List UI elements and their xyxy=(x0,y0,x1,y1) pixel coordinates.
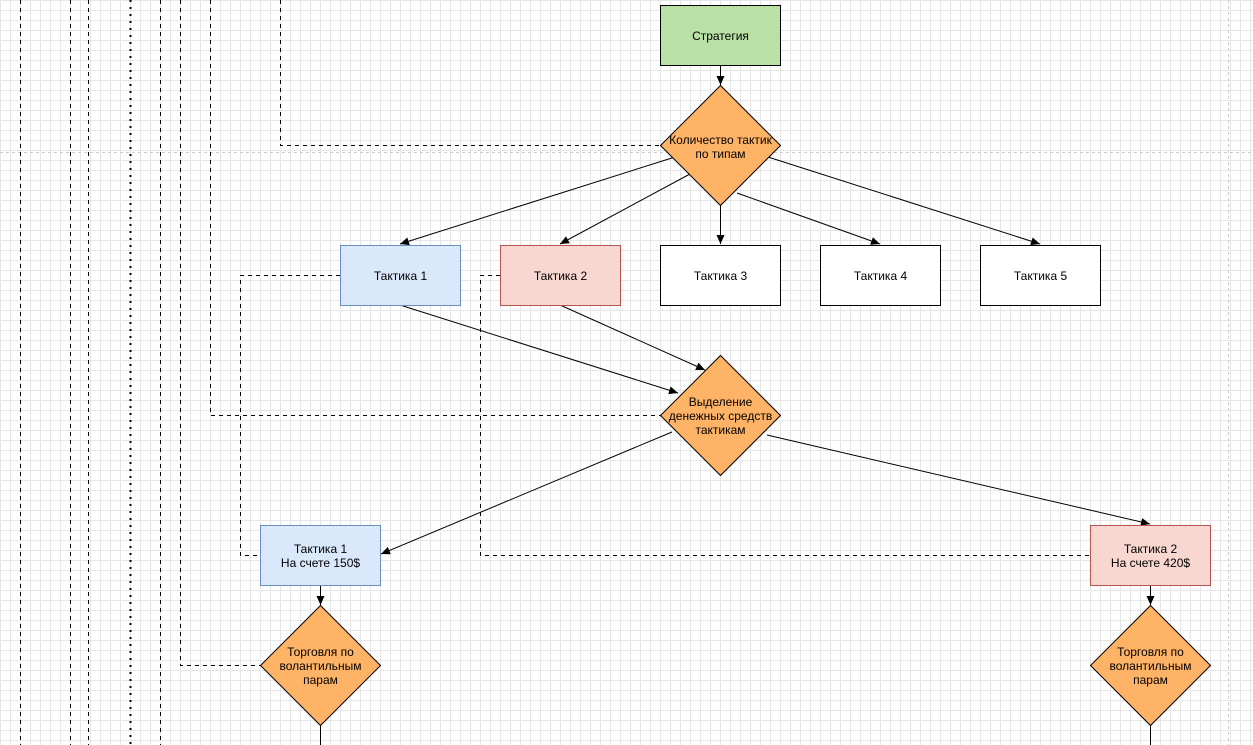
trade-2-diamond[interactable] xyxy=(1089,604,1212,727)
tactic-4-label: Тактика 4 xyxy=(854,269,908,283)
trade-1-label-line-1: Торговля по xyxy=(287,645,354,659)
dashed-connector-tactic1 xyxy=(240,275,340,556)
arrows xyxy=(316,65,1155,745)
node-tactic-4[interactable]: Тактика 4 xyxy=(820,245,941,306)
node-tactic-1-account[interactable]: Тактика 1 На счете 150$ xyxy=(260,525,381,586)
arrow-tactic1-to-allocation xyxy=(399,304,679,395)
node-tactic-5[interactable]: Тактика 5 xyxy=(980,245,1101,306)
tactic-1-account-box[interactable] xyxy=(260,525,381,586)
tactic-2-account-label-line-1: Тактика 2 xyxy=(1124,542,1178,556)
trade-2-label-line-1: Торговля по xyxy=(1117,645,1184,659)
node-allocation[interactable]: Выделение денежных средств тактикам xyxy=(659,354,782,477)
arrow-count-to-tactic1 xyxy=(399,156,676,246)
node-tactic-3[interactable]: Тактика 3 xyxy=(660,245,781,306)
node-trade-2[interactable]: Торговля по волантильным парам xyxy=(1089,604,1212,727)
dashed-connectors xyxy=(180,0,1090,666)
trade-2-label-line-2: волантильным xyxy=(1110,659,1192,673)
arrow-count-to-tactic4 xyxy=(736,192,881,245)
strategy-label: Стратегия xyxy=(692,29,749,43)
strategy-box[interactable] xyxy=(660,5,781,66)
node-trade-1[interactable]: Торговля по волантильным парам xyxy=(259,604,382,727)
left-dashed-lines xyxy=(20,0,161,745)
trade-1-diamond[interactable] xyxy=(259,604,382,727)
tactic-1-box[interactable] xyxy=(340,245,461,306)
allocation-label-line-3: тактикам xyxy=(695,423,745,437)
allocation-label-line-2: денежных средств xyxy=(669,409,772,423)
dashed-connector-allocation xyxy=(210,0,661,416)
tactic-2-account-label-line-2: На счете 420$ xyxy=(1111,556,1190,570)
tactics-count-label-line-1: Количество тактик xyxy=(669,133,772,147)
tactics-count-diamond[interactable] xyxy=(659,84,782,207)
tactic-1-label: Тактика 1 xyxy=(374,269,428,283)
trade-1-label-line-3: парам xyxy=(303,673,338,687)
tactic-2-label: Тактика 2 xyxy=(534,269,588,283)
dashed-connector-trade1 xyxy=(180,0,261,666)
arrow-allocation-to-tactic2-account xyxy=(766,434,1151,526)
node-tactic-1[interactable]: Тактика 1 xyxy=(340,245,461,306)
arrow-count-to-tactic2 xyxy=(559,173,691,245)
tactic-2-account-box[interactable] xyxy=(1090,525,1211,586)
tactic-1-account-label-line-1: Тактика 1 xyxy=(294,542,348,556)
node-tactics-count[interactable]: Количество тактик по типам xyxy=(659,84,782,207)
dashed-connector-tactics-count xyxy=(280,0,661,146)
allocation-diamond[interactable] xyxy=(659,354,782,477)
tactic-4-box[interactable] xyxy=(820,245,941,306)
dashed-connector-tactic2 xyxy=(480,275,1090,556)
allocation-label-line-1: Выделение xyxy=(689,395,753,409)
arrow-tactic2-to-allocation xyxy=(559,304,706,371)
tactic-2-box[interactable] xyxy=(500,245,621,306)
arrow-allocation-to-tactic1-account xyxy=(380,431,673,555)
node-strategy[interactable]: Стратегия xyxy=(660,5,781,66)
tactics-count-label-line-2: по типам xyxy=(695,147,745,161)
node-tactic-2[interactable]: Тактика 2 xyxy=(500,245,621,306)
trade-2-label-line-3: парам xyxy=(1133,673,1168,687)
tactic-5-box[interactable] xyxy=(980,245,1101,306)
tactic-3-label: Тактика 3 xyxy=(694,269,748,283)
tactic-5-label: Тактика 5 xyxy=(1014,269,1068,283)
tactic-1-account-label-line-2: На счете 150$ xyxy=(281,556,360,570)
trade-1-label-line-2: волантильным xyxy=(280,659,362,673)
tactic-3-box[interactable] xyxy=(660,245,781,306)
node-tactic-2-account[interactable]: Тактика 2 На счете 420$ xyxy=(1090,525,1211,586)
arrow-count-to-tactic5 xyxy=(767,156,1041,246)
